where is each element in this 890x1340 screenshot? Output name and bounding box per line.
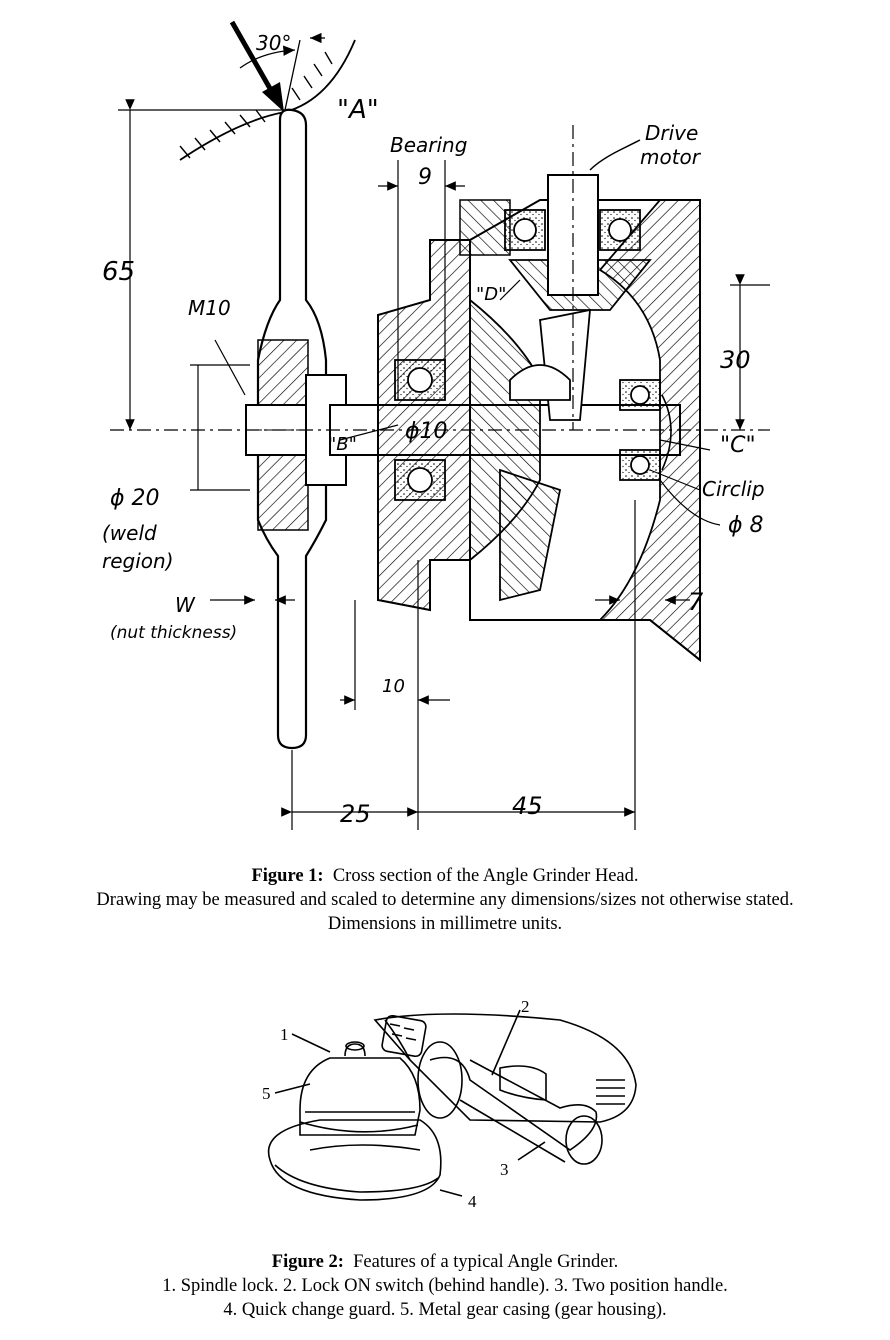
callout-1: 1 xyxy=(280,1025,289,1044)
figure1-caption: Figure 1: Cross section of the Angle Gri… xyxy=(0,864,890,936)
flange-housing xyxy=(377,239,471,612)
figure1-caption-label: Figure 1: xyxy=(251,866,324,886)
figure1-caption-line2: Drawing may be measured and scaled to de… xyxy=(96,890,794,910)
spindle-lock xyxy=(344,1043,366,1057)
figure2-caption: Figure 2: Features of a typical Angle Gr… xyxy=(0,1250,890,1322)
cross-section-drawing: 30° "A" xyxy=(102,20,770,830)
dim-30-label: 30 xyxy=(720,346,751,374)
side-handle xyxy=(429,1056,598,1151)
figure1-caption-line3: Dimensions in millimetre units. xyxy=(327,914,563,934)
figure2-caption-line2: 1. Spindle lock. 2. Lock ON switch (behi… xyxy=(162,1276,728,1296)
figure2-caption-label: Figure 2: xyxy=(271,1252,344,1272)
m10-label: M10 xyxy=(188,296,231,320)
drive-motor-label-line2: motor xyxy=(640,145,702,169)
point-a-label: "A" xyxy=(337,95,379,125)
point-d-label: "D" xyxy=(476,284,506,305)
weld-region-label-line2: region) xyxy=(102,549,174,573)
drive-motor-label-line1: Drive xyxy=(645,121,698,145)
workpiece-surface xyxy=(179,39,356,161)
quick-change-guard xyxy=(267,1119,442,1201)
angle-grinder-illustration: 1 2 3 4 5 xyxy=(262,997,637,1211)
callout-3: 3 xyxy=(500,1160,509,1179)
dim-7-label: 7 xyxy=(688,588,704,616)
w-label: W xyxy=(175,593,196,617)
phi8-label: ϕ 8 xyxy=(728,513,764,538)
dim-45-label: 45 xyxy=(512,792,543,820)
callout-2: 2 xyxy=(521,997,530,1016)
bearing-label: Bearing xyxy=(390,133,467,157)
phi10-label: ϕ10 xyxy=(405,419,448,444)
nut-thickness-label: (nut thickness) xyxy=(110,623,237,643)
motor-shaft xyxy=(504,125,641,430)
dimension-lines xyxy=(118,99,770,830)
motor-body xyxy=(373,1013,637,1123)
point-b-label: "B" xyxy=(328,434,357,455)
point-c-label: "C" xyxy=(720,433,756,458)
callout-5: 5 xyxy=(262,1084,271,1103)
circlip-label: Circlip xyxy=(702,477,765,501)
dim-25-label: 25 xyxy=(340,800,371,828)
figure1-caption-title: Cross section of the Angle Grinder Head. xyxy=(332,866,639,886)
bearing-width-label: 9 xyxy=(418,165,432,190)
gear-casing xyxy=(299,1057,421,1136)
phi20-label: ϕ 20 xyxy=(110,486,160,511)
force-arrow xyxy=(229,20,325,112)
dim-10-label: 10 xyxy=(382,676,405,697)
dim-65-label: 65 xyxy=(102,257,135,287)
figure2-caption-line3: 4. Quick change guard. 5. Metal gear cas… xyxy=(223,1300,667,1320)
figure2-caption-title: Features of a typical Angle Grinder. xyxy=(353,1252,619,1272)
right-bearing xyxy=(619,379,672,481)
angle-label: 30° xyxy=(256,31,291,55)
callout-4: 4 xyxy=(468,1192,477,1211)
weld-region-label-line1: (weld xyxy=(102,521,157,545)
